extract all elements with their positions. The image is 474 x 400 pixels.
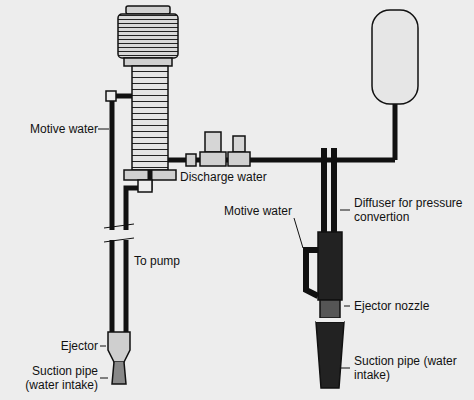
diffuser-body bbox=[318, 232, 342, 300]
nozzle-collar bbox=[320, 300, 340, 318]
motive-pipe bbox=[110, 240, 115, 332]
motive-pipe bbox=[112, 96, 132, 230]
fitting bbox=[186, 154, 196, 166]
leader-line bbox=[340, 210, 350, 211]
leader-line bbox=[344, 306, 350, 307]
leader-line bbox=[100, 346, 106, 347]
gap bbox=[316, 318, 344, 322]
suction-cone bbox=[316, 322, 344, 388]
part-label: Suction pipe (water intake) bbox=[354, 354, 470, 382]
pressure-gauge bbox=[233, 136, 245, 152]
suction-return-pipe bbox=[124, 240, 129, 332]
leader-line bbox=[294, 218, 303, 248]
motive-inlet bbox=[306, 250, 318, 296]
part-label: Motive water bbox=[20, 122, 98, 136]
valve bbox=[228, 152, 250, 166]
pump-stack bbox=[132, 66, 168, 170]
part-label: Motive water bbox=[200, 204, 292, 218]
ejector bbox=[108, 332, 130, 362]
motor-cap bbox=[126, 6, 170, 14]
leader-lines bbox=[98, 129, 350, 378]
pressure-tank bbox=[372, 10, 418, 104]
tee-fitting bbox=[200, 152, 226, 166]
motor bbox=[118, 14, 178, 58]
part-label: Diffuser for pressure convertion bbox=[354, 196, 470, 224]
motor-flange bbox=[124, 58, 172, 66]
part-label: Ejector bbox=[40, 339, 98, 353]
part-label: Discharge water bbox=[180, 170, 290, 184]
suction-pipe bbox=[112, 362, 126, 384]
leader-line bbox=[340, 368, 350, 369]
suction-return-pipe bbox=[126, 170, 150, 230]
detail-pipes bbox=[324, 148, 334, 232]
leader-line bbox=[100, 378, 108, 379]
break-mark bbox=[104, 224, 134, 242]
part-label: To pump bbox=[134, 254, 204, 268]
tank-riser bbox=[393, 104, 398, 160]
leader-line bbox=[98, 129, 109, 130]
part-label: Suction pipe (water intake) bbox=[4, 364, 98, 392]
inlet-chamber bbox=[138, 180, 152, 192]
part-label: Ejector nozzle bbox=[354, 299, 470, 313]
pressure-switch bbox=[205, 132, 221, 152]
elbow bbox=[106, 91, 116, 101]
